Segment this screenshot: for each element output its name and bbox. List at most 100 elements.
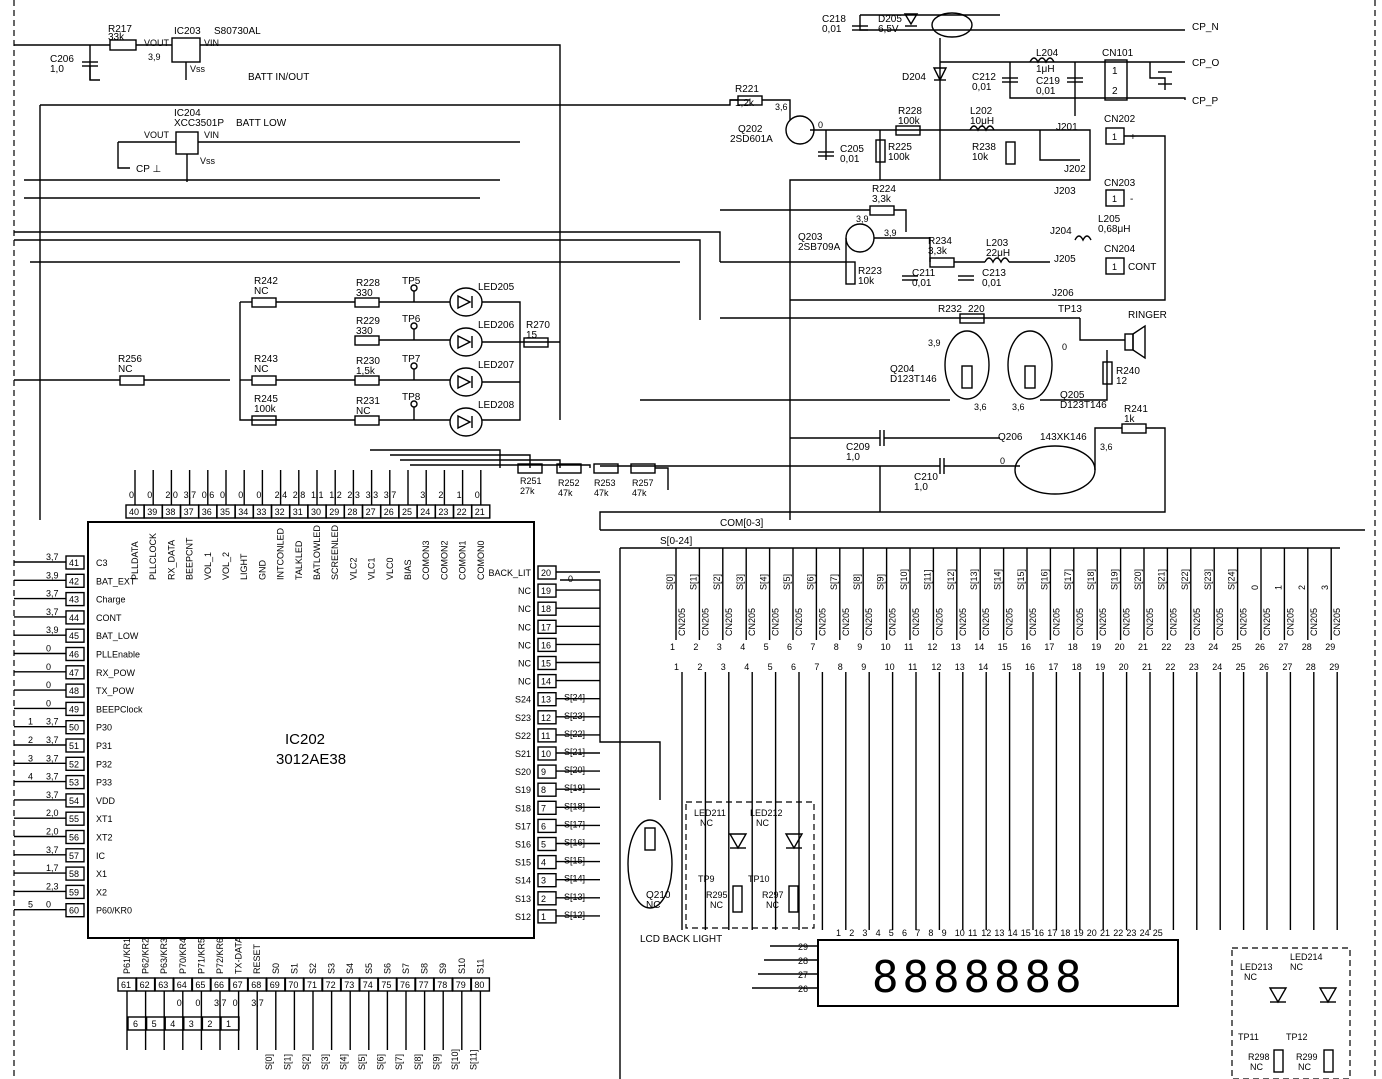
lcd-back-light-label: LCD BACK LIGHT: [640, 934, 722, 945]
cn205-pin-number-lower: 20: [1119, 662, 1129, 672]
cn205-pin-number: 15: [998, 642, 1008, 652]
ic202-right-pin-number: 14: [541, 677, 551, 687]
r229-value: 330: [356, 326, 373, 337]
ic202-right-pin-name: S22: [515, 731, 531, 741]
cn205-pin-number-lower: 16: [1025, 662, 1035, 672]
cn205-pin-number: 3: [717, 642, 722, 652]
c218-value: 0,01: [822, 24, 842, 35]
ic202-left-pin-voltage: 0: [46, 662, 51, 672]
ic202-top-pin-name: BATLOWLED: [312, 525, 322, 580]
ic202-top-pin-name: TALKLED: [294, 540, 304, 580]
ic202-bottom-pin-name: S11: [475, 959, 485, 974]
cn205-pin-number-lower: 22: [1165, 662, 1175, 672]
cn205-pin-number-lower: 10: [885, 662, 895, 672]
ic202-left-pin-voltage: 3,9: [46, 570, 59, 580]
status-led-section: R242 NC R243 NC R245 100k R256 NC R228 3…: [14, 276, 560, 437]
lcd-display-pin: 3: [862, 928, 867, 938]
cn205-connector-label: CN205: [1309, 608, 1319, 636]
cn205-segment-label: S[5]: [782, 574, 792, 590]
s-bus-label: S[0-24]: [660, 536, 692, 547]
ic202-bottom-pin-number: 67: [233, 980, 243, 990]
ic202-right-pin-bus: S[16]: [564, 838, 585, 848]
cn205-segment-label: S[20]: [1133, 569, 1143, 590]
ic202-left-pin-extra: 1: [28, 717, 33, 727]
ic202-bottom-pin-name: P71/KR5: [196, 938, 206, 974]
r257-value: 47k: [632, 488, 647, 498]
r297-resistor: [788, 885, 799, 913]
ic202-right-pin-name: S16: [515, 840, 531, 850]
r223-value: 10k: [858, 276, 875, 287]
ic202-top-pin-voltage: 0: [238, 490, 243, 500]
r251-resistor: [517, 463, 543, 474]
ic202-bottom-pin-name: S10: [457, 958, 467, 974]
ic202-top-pin-number: 40: [129, 507, 139, 517]
cn205-pin-number: 5: [764, 642, 769, 652]
cn204-label: CN204: [1104, 244, 1136, 255]
ic202-left-pin-voltage: 1,7: [46, 863, 59, 873]
cn205-connector-label: CN205: [700, 608, 710, 636]
cn205-segment-label: S[17]: [1063, 569, 1073, 590]
cn205-connector-label: CN205: [1122, 608, 1132, 636]
cn205-pin-number: 6: [787, 642, 792, 652]
ic202-top-pin-number: 29: [329, 507, 339, 517]
r217-value: 33k: [108, 32, 125, 43]
lcd-display-pin: 2: [849, 928, 854, 938]
cn205-pin-number: 25: [1232, 642, 1242, 652]
ic202-left-pin-number: 42: [69, 576, 79, 586]
led213-label: LED213: [1240, 962, 1273, 972]
tp13-label: TP13: [1058, 304, 1082, 315]
ic202-top-pin-name: LIGHT: [239, 553, 249, 580]
cn205-pin-number-lower: 1: [674, 662, 679, 672]
ic202-right-pin-name: S12: [515, 912, 531, 922]
q203-volt2: 3,9: [884, 228, 897, 238]
ic202-top-pin-name: VOL_1: [203, 552, 213, 580]
ic202-left-pin-number: 60: [69, 906, 79, 916]
ic202-bottom-aux-number: 4: [170, 1019, 175, 1029]
ic202-bottom-pin-number: 79: [456, 980, 466, 990]
ic202-bottom-pin-number: 62: [140, 980, 150, 990]
cn205-pin-number: 22: [1161, 642, 1171, 652]
j204-label: J204: [1050, 226, 1072, 237]
r295-label: R295: [706, 890, 728, 900]
cn205-connector-label: CN205: [1239, 608, 1249, 636]
ic204-vin: VIN: [204, 130, 219, 140]
r224-label: R224: [872, 184, 896, 195]
ic202-left-pin-name: XT2: [96, 833, 113, 843]
ic202-left-pin-name: C3: [96, 558, 108, 568]
q205-label: Q205: [1060, 390, 1085, 401]
ic202-left-pin-number: 44: [69, 613, 79, 623]
ic202-bottom-pin-number: 72: [326, 980, 336, 990]
r243-value: NC: [254, 364, 268, 375]
r228-led-value: 330: [356, 288, 373, 299]
q206-label: Q206: [998, 432, 1023, 443]
ic202-top-pin-name: GND: [257, 560, 267, 581]
q205-volt-b: 3,6: [1012, 402, 1025, 412]
ic202-right-pin-name: S21: [515, 749, 531, 759]
ic202-left-pin-voltage: 0: [46, 680, 51, 690]
ic202-top-pin-name: PLLDATA: [130, 541, 140, 580]
r221-label: R221: [735, 84, 759, 95]
ic202-top-pin-name: VOL_2: [221, 552, 231, 580]
cn205-segment-label: S[15]: [1016, 569, 1026, 590]
r231-resistor: [354, 415, 380, 426]
ic202-right-pin-name: S23: [515, 713, 531, 723]
d205-value: 6,5V: [878, 24, 899, 35]
cn205-pin-number-lower: 18: [1072, 662, 1082, 672]
ic203-vin: VIN: [204, 38, 219, 48]
ic202-right-pin-number: 7: [541, 803, 546, 813]
lcd-display-pin: 18: [1060, 928, 1070, 938]
r245-label: R245: [254, 394, 278, 405]
cn205-connector-label: CN205: [1005, 608, 1015, 636]
ic202-bottom-pin-name: P62/KR2: [141, 938, 151, 974]
ic202-bottom-pin-name: P70/KR4: [178, 938, 188, 974]
cn205-pin-number: 8: [834, 642, 839, 652]
r270-resistor: [523, 337, 549, 348]
led211-label: LED211: [694, 808, 726, 818]
cn205-segment-label: S[7]: [829, 574, 839, 590]
ic202-bottom-bus-label: S[8]: [413, 1054, 423, 1070]
r298-value: NC: [1250, 1062, 1263, 1072]
ic202-top-pin-name: PLLCLOCK: [148, 533, 158, 580]
cn205-connector-label: CN205: [724, 608, 734, 636]
ic202-right-pin-name: S13: [515, 894, 531, 904]
r241-resistor: [1121, 423, 1147, 434]
